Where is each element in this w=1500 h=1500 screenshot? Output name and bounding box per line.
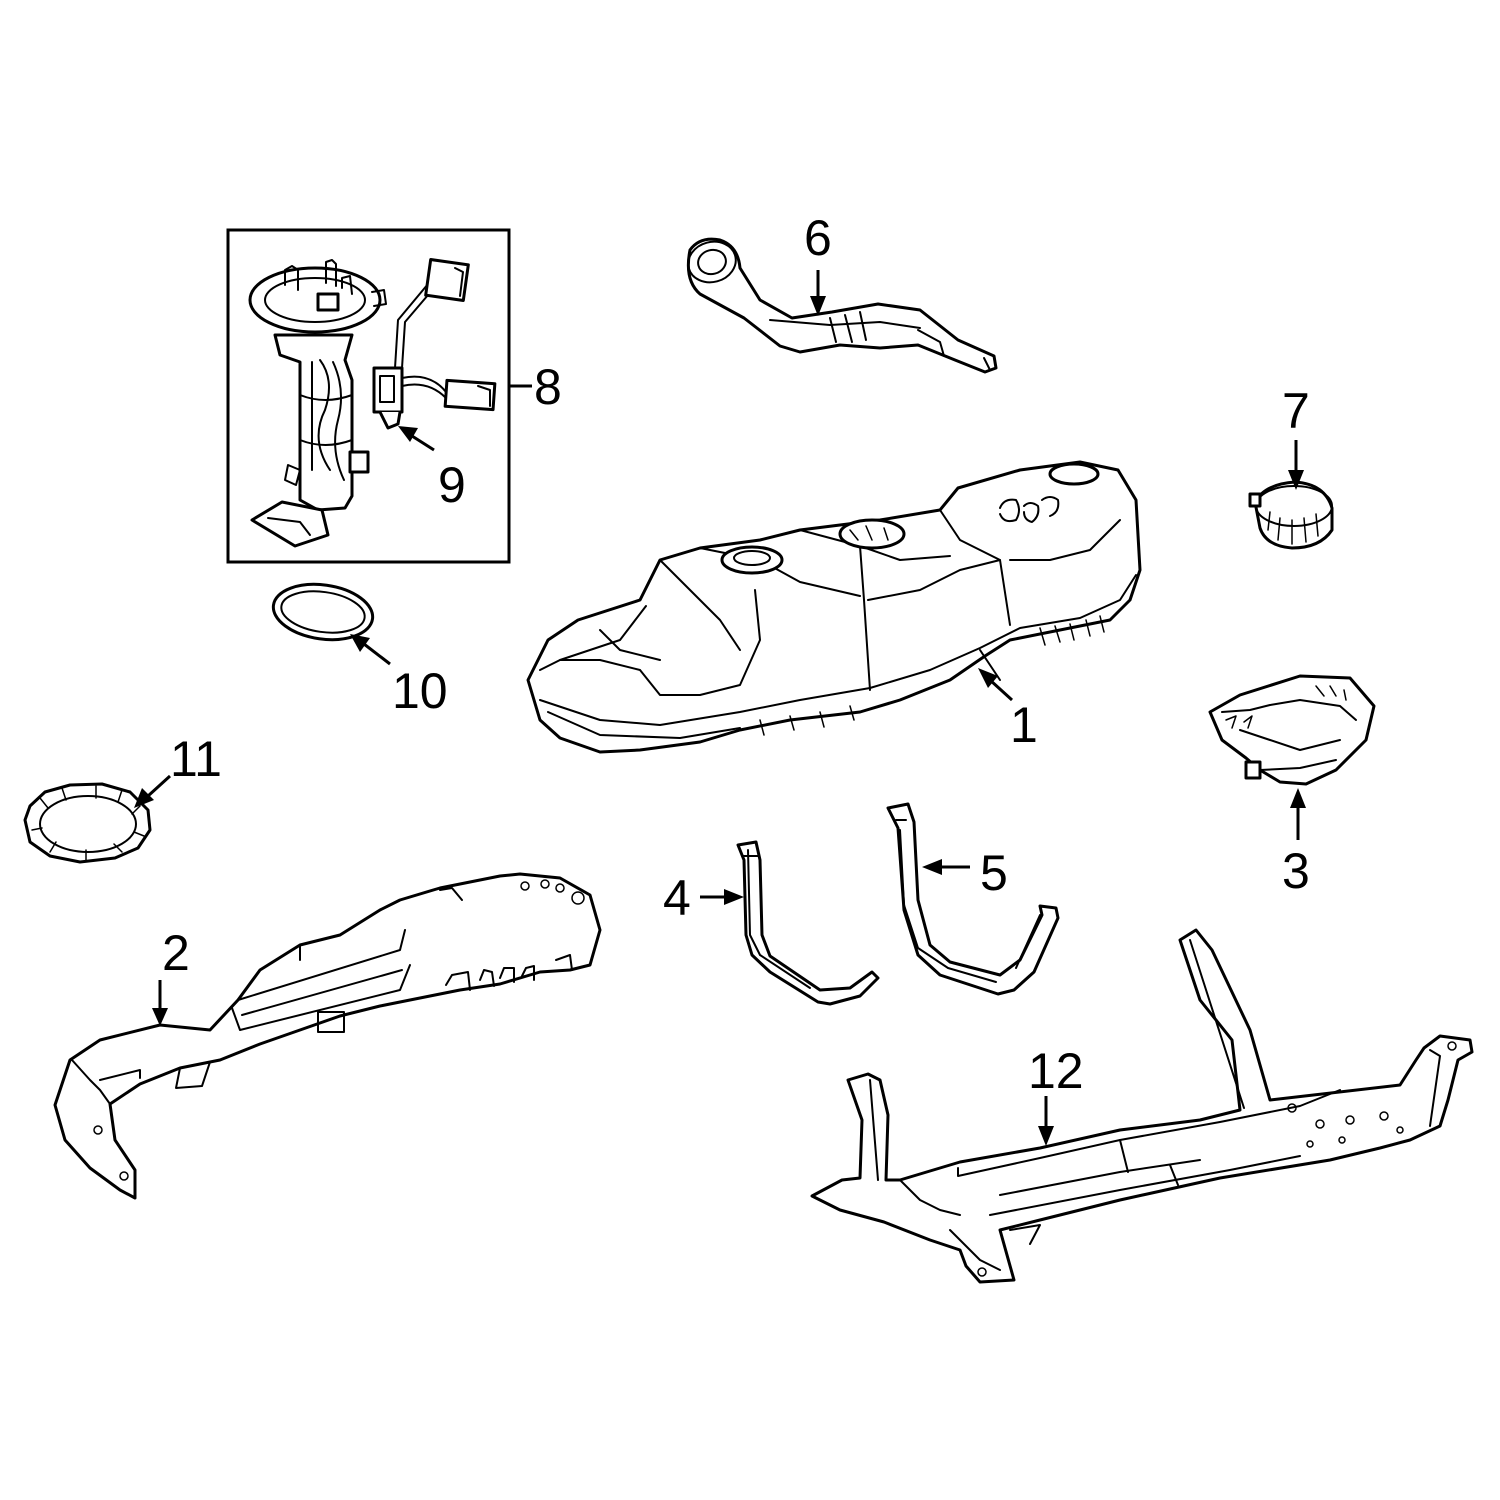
arrow-3 — [1290, 788, 1306, 808]
callout-7: 7 — [1282, 383, 1310, 439]
fuel-level-sensor — [372, 366, 404, 414]
arrow-2 — [152, 1008, 168, 1026]
heat-shield-large — [53, 872, 602, 1200]
tank-strap-front — [736, 840, 880, 1006]
leader-10 — [363, 642, 391, 666]
callout-6: 6 — [804, 210, 832, 266]
callout-1: 1 — [1010, 697, 1038, 753]
callout-12: 12 — [1028, 1043, 1084, 1099]
fuel-sender-float — [250, 500, 330, 548]
arrow-10 — [350, 634, 370, 652]
arrow-4 — [724, 889, 744, 905]
leader-11 — [146, 774, 172, 798]
arrow-9 — [398, 426, 418, 442]
callout-4: 4 — [663, 870, 691, 926]
arrow-11 — [134, 788, 154, 808]
callout-8: 8 — [534, 359, 562, 415]
leader-lines — [134, 270, 1306, 1146]
leader-9 — [411, 434, 435, 452]
tank-vent-opening — [838, 518, 906, 550]
callout-3: 3 — [1282, 843, 1310, 899]
callout-5: 5 — [980, 845, 1008, 901]
fuel-pump-module-group — [226, 228, 511, 564]
fuel-cap — [1248, 480, 1334, 550]
sensor-connector-lower — [443, 378, 497, 412]
callout-2: 2 — [162, 925, 190, 981]
arrow-12 — [1038, 1126, 1054, 1146]
fuel-tank — [526, 460, 1142, 754]
arrow-7 — [1288, 470, 1304, 490]
arrow-1 — [978, 668, 998, 688]
leader-1 — [988, 678, 1014, 702]
callout-11: 11 — [170, 731, 222, 787]
o-ring-gasket — [271, 582, 375, 642]
heat-shield-small — [1208, 674, 1376, 786]
fuel-pump-body — [273, 333, 354, 512]
arrow-6 — [810, 296, 826, 316]
callout-labels: 1 2 3 4 5 6 7 8 9 10 11 12 — [162, 210, 1310, 1099]
callout-9: 9 — [438, 457, 466, 513]
tank-strap-rear — [886, 802, 1060, 996]
callout-10: 10 — [392, 663, 448, 719]
lock-ring — [23, 782, 152, 864]
filler-neck — [686, 237, 998, 374]
skid-plate — [810, 928, 1474, 1284]
tank-filler-opening — [1048, 462, 1100, 486]
arrow-5 — [922, 859, 942, 875]
fuel-pump-module-box — [226, 228, 511, 564]
